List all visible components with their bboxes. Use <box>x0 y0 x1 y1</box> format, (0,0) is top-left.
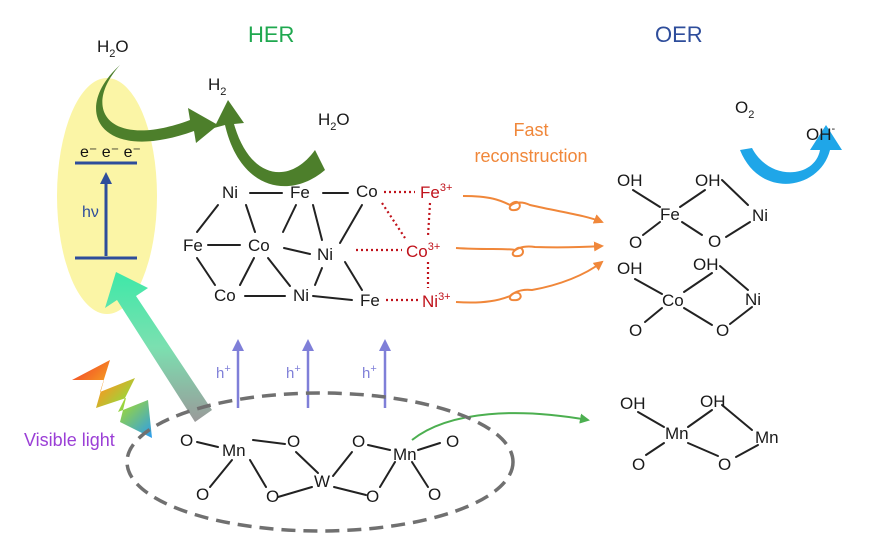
substrate-o-1: O <box>180 431 193 450</box>
oer-cycle-arrow <box>740 125 842 184</box>
substrate-o-2: O <box>287 432 300 451</box>
ion-co3: Co3+ <box>406 241 440 261</box>
reconstruction-line2: reconstruction <box>474 146 587 166</box>
o2-label: O2 <box>735 98 754 121</box>
reconstruction-arrow-fe <box>462 195 604 224</box>
mn-unit-o1: O <box>632 455 645 474</box>
hole-label-1: h+ <box>216 363 231 382</box>
substrate-o-6: O <box>266 487 279 506</box>
mn-unit-oh1: OH <box>620 394 646 413</box>
h2o-mid-label: H2O <box>318 110 350 133</box>
substrate-o-3: O <box>352 432 365 451</box>
substrate-mn-2: Mn <box>393 445 417 464</box>
co-unit-o1: O <box>629 321 642 340</box>
substrate-o-7: O <box>366 487 379 506</box>
lattice-fe-2: Fe <box>183 236 203 255</box>
h2-label: H2 <box>208 75 226 98</box>
hv-label: hν <box>82 204 99 221</box>
lattice-fe-3: Fe <box>360 291 380 310</box>
co-unit-oh2: OH <box>693 255 719 274</box>
substrate-w: W <box>314 472 330 491</box>
fe-unit-metal: Fe <box>660 205 680 224</box>
visible-light-label: Visible light <box>24 430 115 450</box>
substrate-o-5: O <box>196 485 209 504</box>
reconstruction-line1: Fast <box>513 120 548 140</box>
ion-dotted-bonds <box>356 190 432 302</box>
co-unit-partner: Ni <box>745 290 761 309</box>
ion-fe3: Fe3+ <box>420 182 452 202</box>
co-unit-o2: O <box>716 321 729 340</box>
oh-minus-label: OH- <box>806 123 836 144</box>
co-unit-metal: Co <box>662 291 684 310</box>
lattice-fe-1: Fe <box>290 183 310 202</box>
substrate-o-4: O <box>446 432 459 451</box>
h2o-to-h2-arrow <box>96 65 218 143</box>
mn-unit-oh2: OH <box>700 392 726 411</box>
substrate-ellipse <box>125 391 515 533</box>
fe-unit-partner: Ni <box>752 206 768 225</box>
fe-unit-o2: O <box>708 232 721 251</box>
lattice-ni-1: Ni <box>222 183 238 202</box>
lattice-ni-3: Ni <box>293 286 309 305</box>
reconstruction-arrow-co <box>455 241 604 258</box>
light-beam-arrow <box>105 272 212 422</box>
h2o-cycle-arrow <box>214 100 325 187</box>
substrate-mn-1: Mn <box>222 441 246 460</box>
mn-unit-metal: Mn <box>665 424 689 443</box>
reconstruction-arrow-ni <box>455 260 604 304</box>
co-unit-oh1: OH <box>617 259 643 278</box>
h2o-left-label: H2O <box>97 37 129 60</box>
fe-unit-oh2: OH <box>695 171 721 190</box>
mn-unit-o2: O <box>718 455 731 474</box>
product-co-ni: OH OH Co Ni O O <box>617 255 761 340</box>
substrate-to-mn-arrow <box>411 412 590 441</box>
lattice-co-3: Co <box>214 286 236 305</box>
hole-label-2: h+ <box>286 363 301 382</box>
product-mn-mn: OH OH Mn Mn O O <box>620 392 779 474</box>
lattice-bonds <box>196 192 363 301</box>
mn-unit-partner: Mn <box>755 428 779 447</box>
fe-unit-o1: O <box>629 233 642 252</box>
hole-label-3: h+ <box>362 363 377 382</box>
lattice-co-1: Co <box>356 182 378 201</box>
electrons-label: e⁻ e⁻ e⁻ <box>80 144 141 161</box>
product-fe-ni: OH OH Fe Ni O O <box>617 171 768 252</box>
substrate-bonds <box>196 439 441 498</box>
oer-title: OER <box>655 22 703 47</box>
ion-ni3: Ni3+ <box>422 291 451 311</box>
substrate-o-8: O <box>428 485 441 504</box>
lattice-co-2: Co <box>248 236 270 255</box>
lightning-icon <box>72 360 152 438</box>
lattice-ni-2: Ni <box>317 245 333 264</box>
fe-unit-oh1: OH <box>617 171 643 190</box>
her-title: HER <box>248 22 294 47</box>
